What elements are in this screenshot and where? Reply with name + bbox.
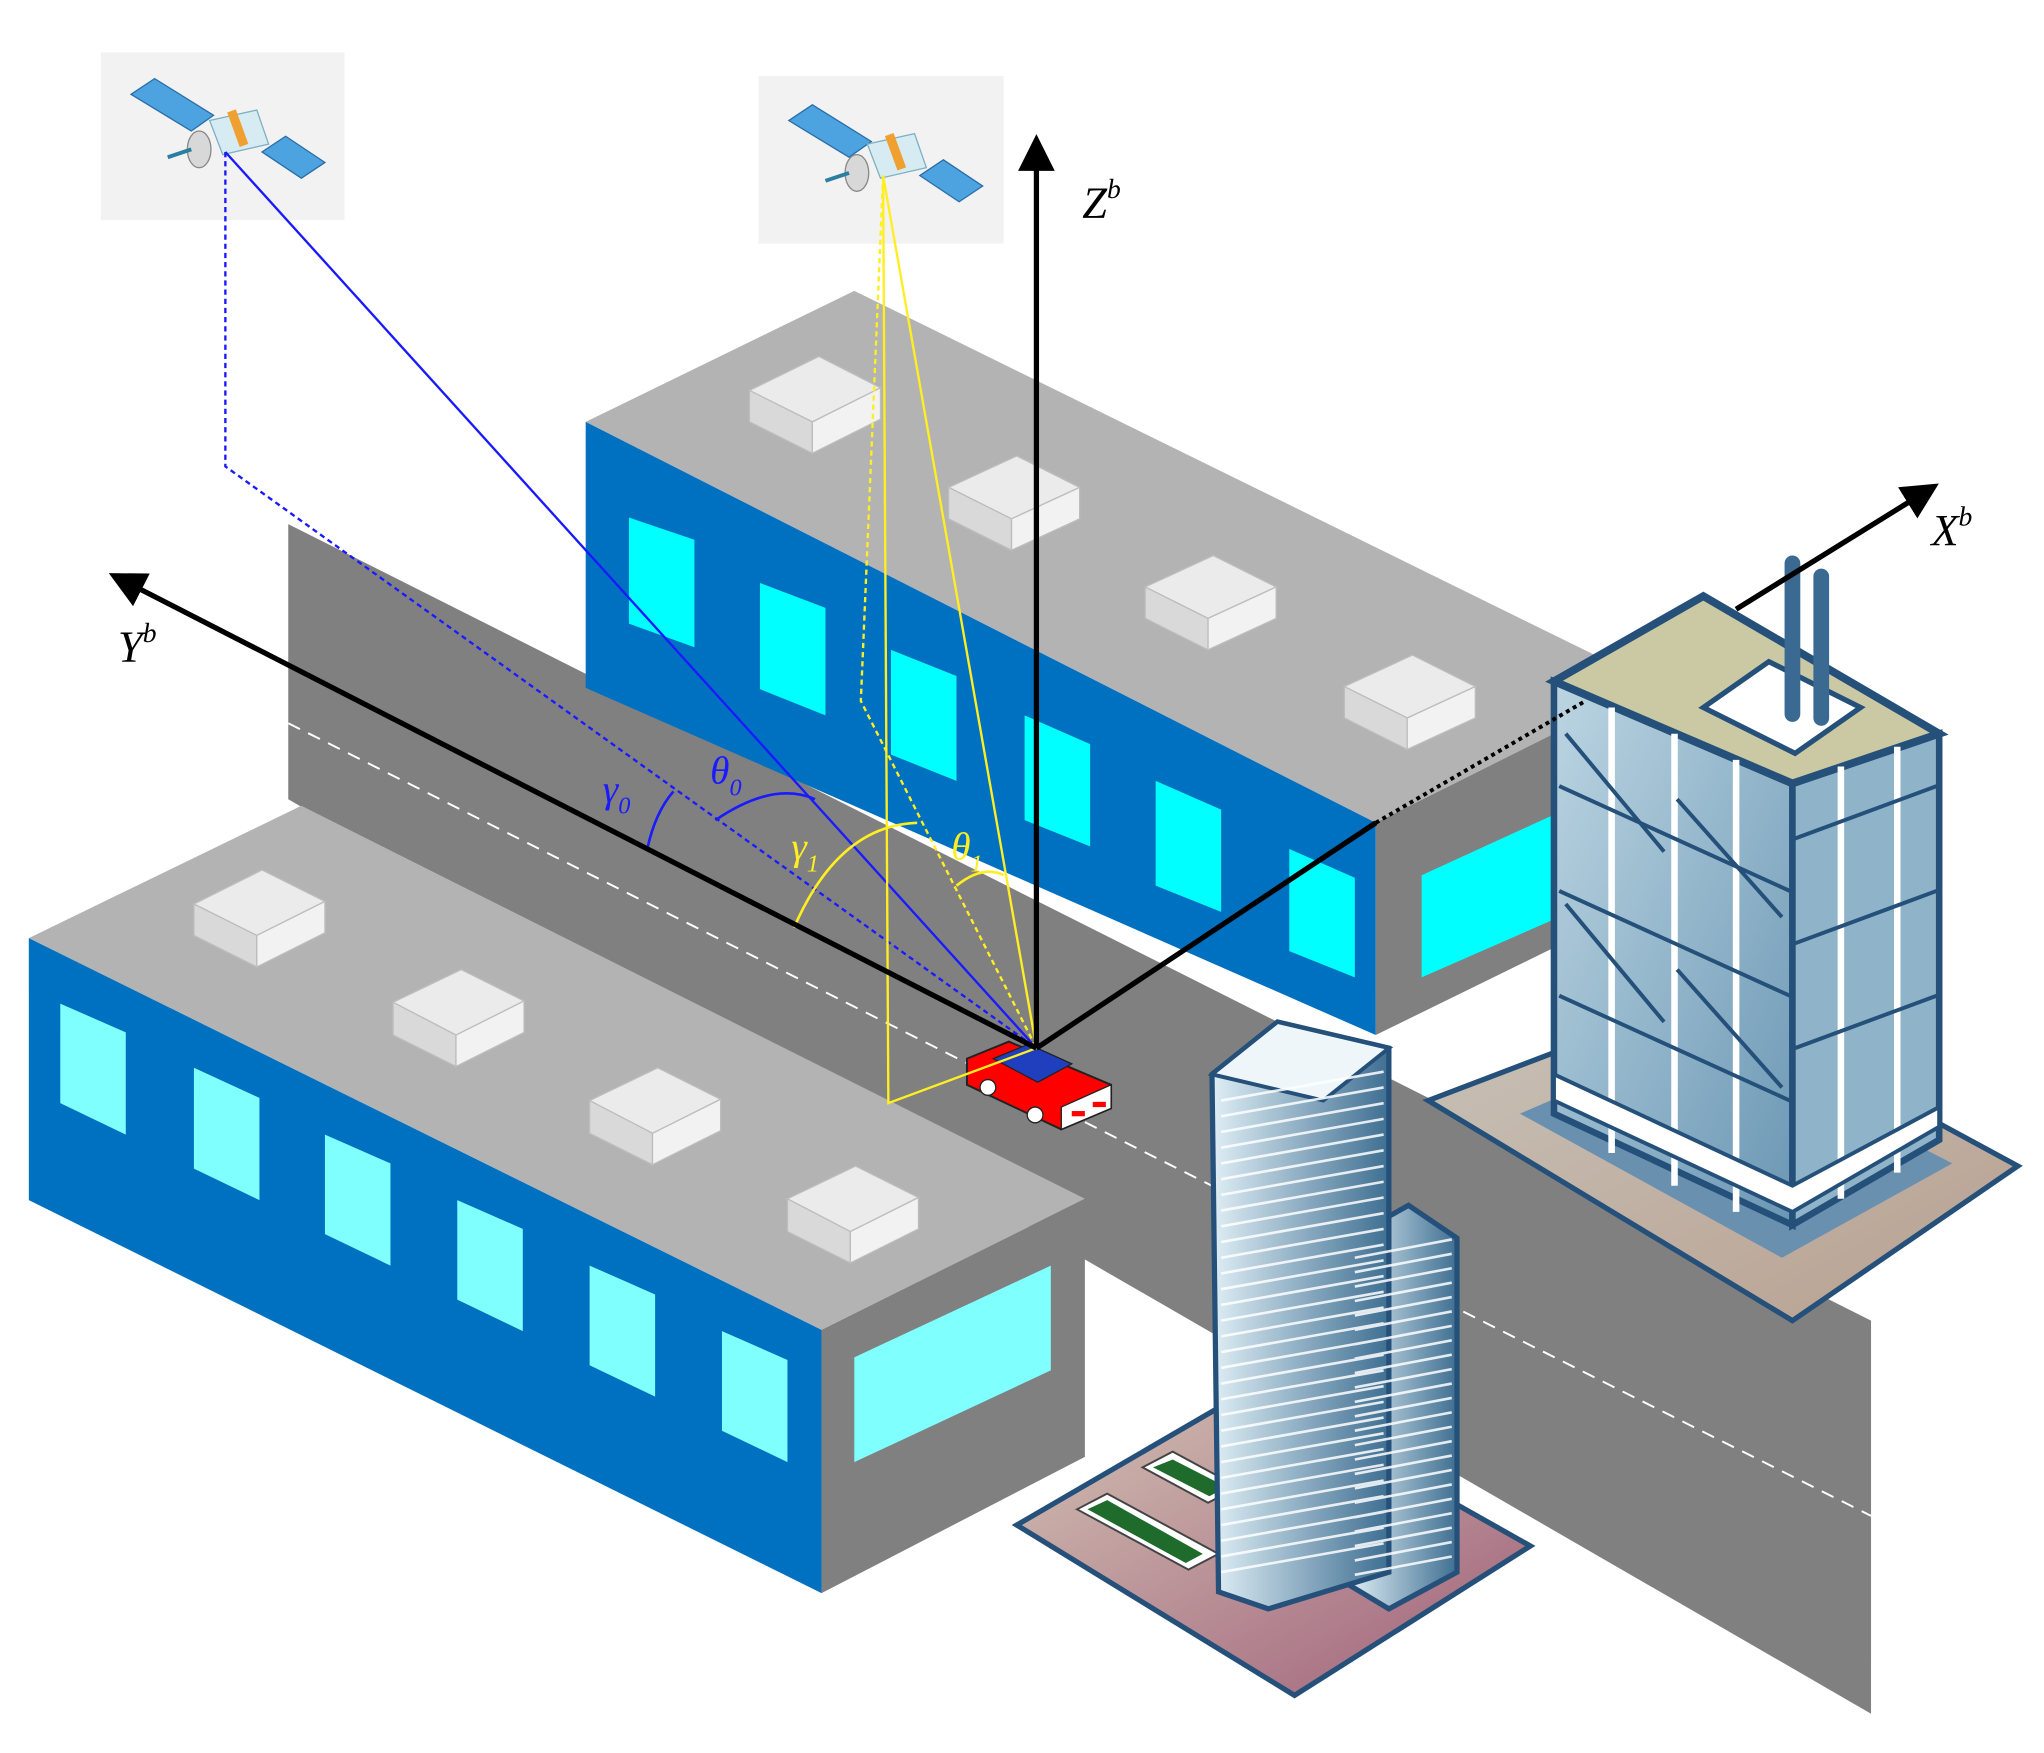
floor-line (1220, 1369, 1384, 1401)
floor-line (1354, 1411, 1453, 1432)
floor-line (1354, 1339, 1453, 1360)
y-axis-label: Yb (118, 617, 157, 672)
front-building-windows (60, 1003, 1051, 1463)
satellite0-line-of-sight (224, 151, 1038, 1049)
floor-line (1220, 1384, 1384, 1417)
x-axis-tip (1734, 483, 1939, 612)
car-icon (965, 1040, 1113, 1131)
gamma1-arc (792, 821, 918, 929)
satellite-icon (100, 52, 345, 221)
satellite1-line-of-sight (881, 175, 1038, 1049)
floor-line (1220, 1306, 1384, 1338)
floor-line (1354, 1238, 1453, 1260)
skyscraper-floor-lines (1220, 1070, 1453, 1577)
floor-line (1220, 1432, 1384, 1464)
floor-line (1220, 1447, 1384, 1480)
floor-line (1220, 1321, 1384, 1354)
floor-line (1220, 1274, 1384, 1307)
road-center-line (287, 722, 1872, 1517)
floor-line (1220, 1227, 1384, 1260)
floor-line (1220, 1086, 1384, 1118)
floor-line (1354, 1468, 1453, 1490)
floor-line (1354, 1540, 1453, 1562)
floor-line (1354, 1454, 1453, 1476)
floor-line (1354, 1324, 1453, 1346)
floor-line (1220, 1101, 1384, 1134)
satellite1-projection (859, 175, 1038, 1049)
y-axis (108, 573, 1038, 1051)
body-axes (108, 134, 1939, 1051)
floor-line (1354, 1483, 1453, 1505)
x-axis-visible (1034, 820, 1378, 1051)
floor-line (1220, 1211, 1384, 1244)
theta0-label: θ0 (710, 748, 742, 801)
gamma1-label: γ1 (791, 824, 819, 877)
floor-line (1354, 1526, 1453, 1548)
floor-line (1354, 1396, 1453, 1418)
floor-line (1220, 1416, 1384, 1448)
back-building-windows (628, 517, 1560, 978)
gamma0-label: γ0 (603, 767, 631, 820)
satellite-icon (758, 75, 1004, 244)
floor-line (1220, 1180, 1384, 1212)
floor-line (1220, 1542, 1384, 1574)
floor-line (1354, 1266, 1453, 1288)
floor-line (1220, 1196, 1384, 1228)
floor-line (1354, 1281, 1453, 1303)
floor-line (1220, 1494, 1384, 1527)
theta1-label: θ1 (951, 824, 983, 877)
front-building-roof-units (192, 869, 920, 1265)
floor-line (1220, 1164, 1384, 1197)
floor-line (1220, 1400, 1384, 1432)
back-building-roof-units (747, 355, 1477, 751)
floor-line (1220, 1149, 1384, 1181)
theta1-arc (955, 870, 1005, 887)
floor-line (1354, 1353, 1453, 1375)
floor-line (1220, 1070, 1384, 1102)
floor-line (1220, 1117, 1384, 1149)
skyscraper-icon (1011, 1019, 1536, 1699)
x-axis-hidden (1374, 699, 1587, 825)
x-axis-label: Xb (1929, 500, 1972, 555)
floor-line (1354, 1425, 1453, 1447)
satellite1-geometry (792, 175, 1038, 1105)
floor-line (1220, 1463, 1384, 1495)
gamma0-arc (645, 790, 675, 850)
floor-line (1220, 1243, 1384, 1275)
floor-line (1354, 1367, 1453, 1389)
floor-line (1354, 1310, 1453, 1332)
theta0-arc (714, 792, 816, 822)
satellite0-projection (224, 151, 1038, 1050)
floor-line (1220, 1479, 1384, 1511)
front-building (28, 805, 1085, 1594)
floor-line (1354, 1555, 1453, 1577)
floor-line (1220, 1290, 1384, 1322)
floor-line (1354, 1497, 1453, 1519)
floor-line (1354, 1439, 1453, 1461)
tower-icon (1422, 555, 2023, 1324)
floor-line (1354, 1511, 1453, 1533)
back-building (585, 290, 1654, 1036)
z-axis-label: Zb (1082, 173, 1121, 228)
satellite1-vertical (881, 175, 1037, 1105)
floor-line (1354, 1295, 1453, 1317)
floor-line (1354, 1382, 1453, 1404)
floor-line (1220, 1133, 1384, 1165)
floor-line (1354, 1252, 1453, 1274)
satellite0-geometry (224, 151, 1038, 1050)
floor-line (1220, 1259, 1384, 1291)
